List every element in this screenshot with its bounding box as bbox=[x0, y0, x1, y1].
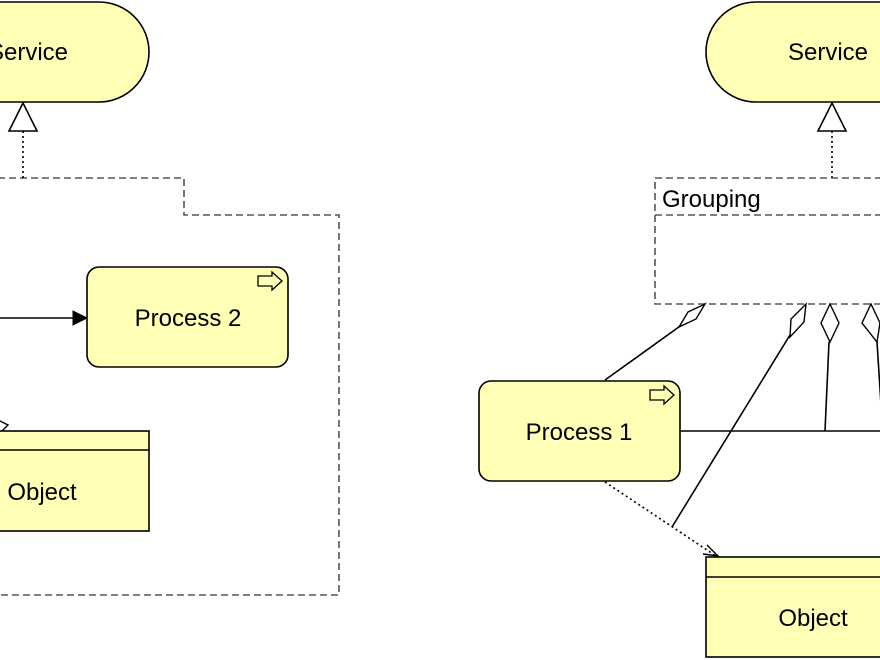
process-2-label: Process 2 bbox=[135, 305, 242, 332]
right-service-label: Service bbox=[788, 39, 868, 66]
aggregation-diamond-1-icon bbox=[677, 302, 707, 329]
process-1-node[interactable]: Process 1 bbox=[478, 380, 681, 482]
left-service-label: Service bbox=[0, 39, 68, 66]
left-object-label: Object bbox=[7, 479, 77, 506]
process-2-arrow-icon bbox=[257, 270, 283, 292]
left-grouping-frame[interactable] bbox=[0, 177, 340, 596]
right-service-shape bbox=[705, 1, 880, 103]
right-service-node[interactable]: Service bbox=[705, 1, 880, 103]
right-diagram: Service Grouping Proc bbox=[478, 1, 880, 658]
grouping-label: Grouping bbox=[662, 186, 761, 213]
process-1-shape bbox=[478, 380, 681, 482]
right-object-label: Object bbox=[778, 605, 848, 632]
left-object-node[interactable]: Object bbox=[0, 430, 150, 532]
grouping-node[interactable]: Grouping bbox=[654, 177, 880, 305]
left-triggering-arrowhead-icon bbox=[72, 310, 89, 326]
process-1-label: Process 1 bbox=[526, 419, 633, 446]
process-2-shape bbox=[86, 266, 289, 368]
aggregation-diamond-3-icon bbox=[820, 302, 840, 344]
left-realization-arrowhead-icon bbox=[7, 101, 39, 132]
aggregation-line-3 bbox=[824, 341, 830, 432]
left-access-arrowhead-icon bbox=[0, 420, 10, 432]
right-object-node[interactable]: Object bbox=[705, 556, 880, 658]
left-object-shape bbox=[0, 430, 150, 532]
aggregation-diamond-2-icon bbox=[789, 302, 807, 339]
right-realization-arrowhead-icon bbox=[816, 101, 848, 132]
aggregation-diamond-4-icon bbox=[861, 302, 880, 344]
grouping-frame bbox=[654, 177, 880, 305]
access-line bbox=[604, 481, 717, 557]
aggregation-line-1 bbox=[604, 323, 684, 381]
right-object-shape bbox=[705, 556, 880, 658]
left-service-shape bbox=[0, 1, 150, 103]
process-2-node[interactable]: Process 2 bbox=[86, 266, 289, 368]
access-arrowhead-icon bbox=[702, 544, 720, 557]
process-1-arrow-icon bbox=[649, 384, 675, 406]
left-service-node[interactable]: Service bbox=[0, 1, 150, 103]
left-diagram: Service Process 2 Object bbox=[0, 1, 340, 596]
